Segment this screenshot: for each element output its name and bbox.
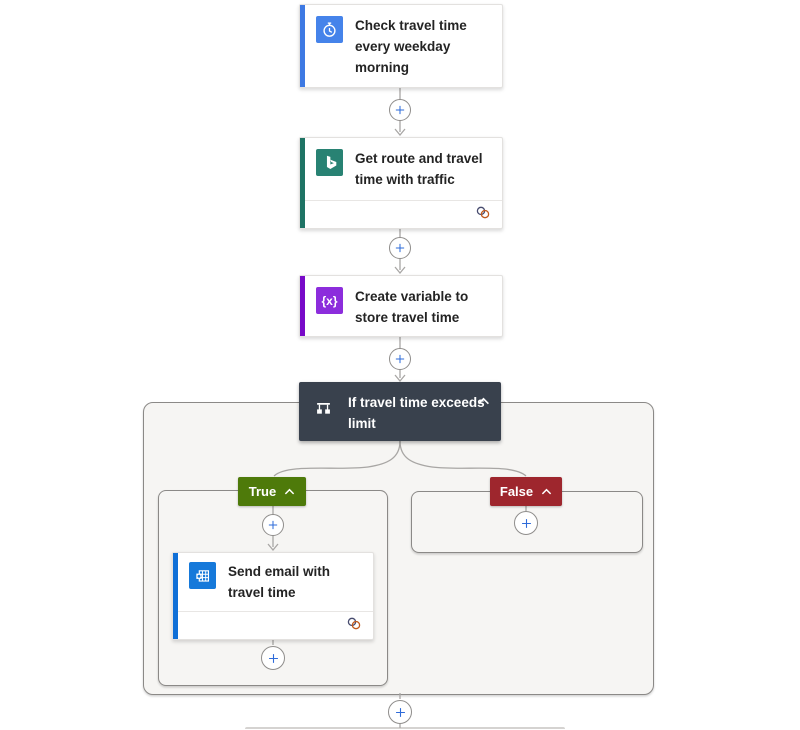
action-title: Get route and travel time with traffic (355, 151, 483, 187)
true-branch-badge[interactable]: True (238, 477, 306, 506)
condition-icon (311, 395, 335, 419)
card-footer (178, 611, 373, 639)
action-title: Create variable to store travel time (355, 289, 469, 325)
false-branch-add-action-button[interactable] (514, 511, 538, 535)
condition-card[interactable]: If travel time exceeds limit (299, 382, 501, 441)
card-accent-bar (173, 553, 178, 639)
action-card-create-variable[interactable]: {x} Create variable to store travel time (299, 275, 503, 337)
action-card-get-route[interactable]: Get route and travel time with traffic (299, 137, 503, 229)
insert-step-button-2[interactable] (389, 237, 411, 259)
true-branch-insert-step-button[interactable] (262, 514, 284, 536)
variable-icon: {x} (316, 287, 343, 314)
recurrence-clock-icon (316, 16, 343, 43)
trigger-card-check-travel-time[interactable]: Check travel time every weekday morning (299, 4, 503, 88)
action-title: Send email with travel time (228, 564, 331, 600)
card-accent-bar (300, 5, 305, 87)
outlook-icon (189, 562, 216, 589)
false-branch-badge[interactable]: False (490, 477, 562, 506)
next-card-top-edge (245, 727, 565, 729)
chevron-up-icon (477, 394, 490, 409)
add-action-button-bottom[interactable] (388, 700, 412, 724)
action-card-send-email[interactable]: Send email with travel time (172, 552, 374, 640)
condition-collapse-button[interactable] (473, 392, 493, 410)
false-branch-label: False (499, 484, 534, 499)
chevron-up-icon (541, 484, 552, 499)
true-branch-add-action-button[interactable] (261, 646, 285, 670)
insert-step-button-3[interactable] (389, 348, 411, 370)
connection-icon (345, 616, 363, 636)
card-accent-bar (300, 276, 305, 336)
bing-maps-icon (316, 149, 343, 176)
trigger-title: Check travel time every weekday morning (355, 18, 467, 75)
card-footer (305, 200, 502, 228)
chevron-up-icon (284, 484, 295, 499)
condition-title: If travel time exceeds limit (348, 395, 485, 431)
insert-step-button-1[interactable] (389, 99, 411, 121)
card-accent-bar (300, 138, 305, 228)
connection-icon (474, 205, 492, 225)
variable-glyph: {x} (321, 293, 338, 308)
true-branch-label: True (248, 484, 277, 499)
